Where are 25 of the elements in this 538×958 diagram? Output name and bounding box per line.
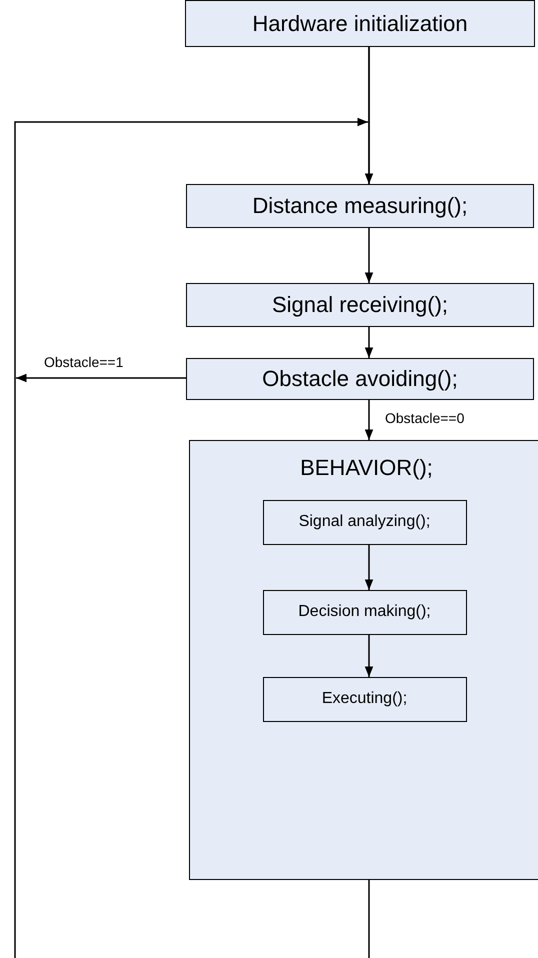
process-box xyxy=(262,676,466,722)
process-box xyxy=(262,500,466,544)
arrow xyxy=(364,228,374,283)
arrow xyxy=(14,118,368,958)
process-box xyxy=(262,590,466,634)
process-box xyxy=(186,184,534,228)
arrow xyxy=(364,545,374,590)
process-box xyxy=(185,0,535,47)
process-box xyxy=(186,358,534,400)
box-text: Hardware initialization xyxy=(252,10,468,36)
edge-label: Obstacle==1 xyxy=(42,354,126,370)
container-box xyxy=(189,440,538,880)
box-text: Obstacle avoiding(); xyxy=(262,366,458,392)
edge-label: Obstacle==0 xyxy=(383,410,466,426)
arrow xyxy=(364,635,374,677)
box-text: Decision making(); xyxy=(298,603,431,621)
process-box xyxy=(186,283,534,327)
box-text: BEHAVIOR(); xyxy=(300,455,433,481)
arrow xyxy=(364,400,374,440)
arrow xyxy=(16,374,186,382)
box-text: Executing(); xyxy=(322,690,408,708)
arrow xyxy=(364,327,374,358)
box-text: Signal receiving(); xyxy=(272,292,448,318)
box-text: Distance measuring(); xyxy=(252,193,468,219)
box-text: Signal analyzing(); xyxy=(298,513,430,531)
